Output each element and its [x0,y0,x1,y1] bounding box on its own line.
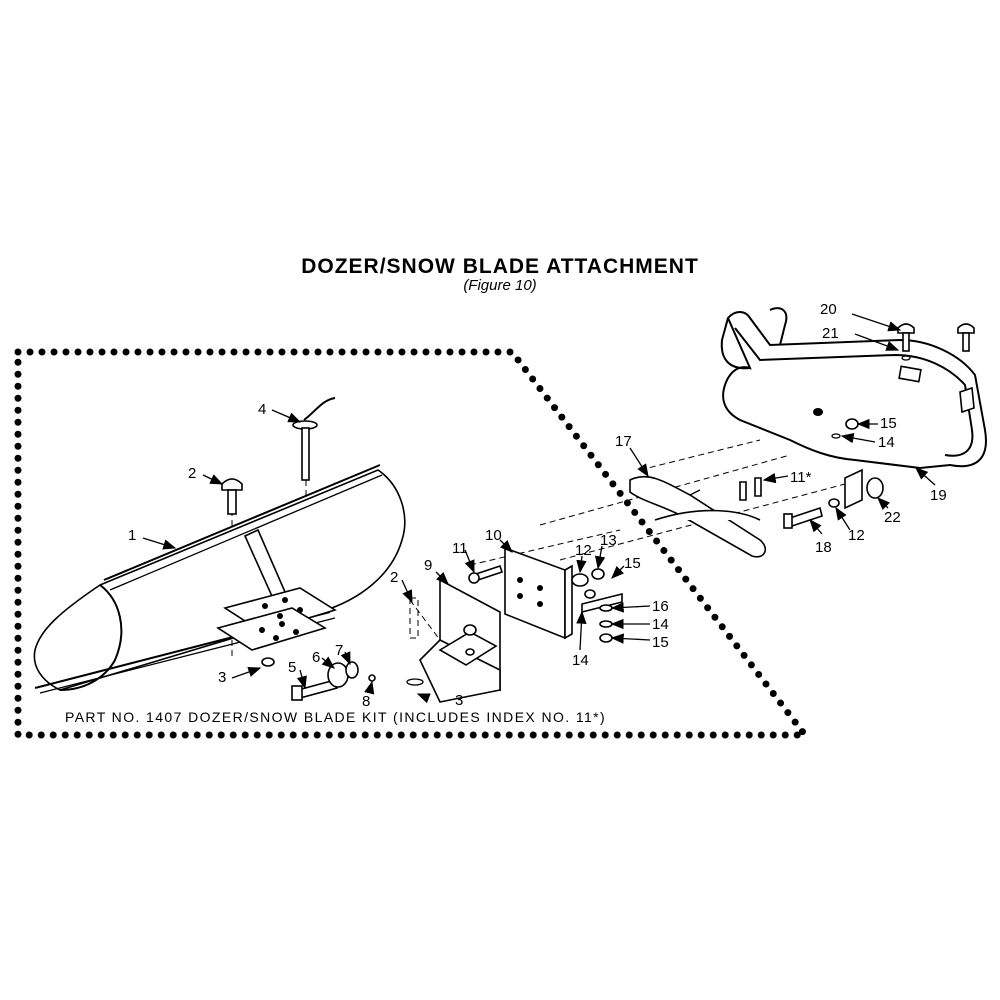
callout-22: 22 [884,509,901,526]
callout-19: 19 [930,487,947,504]
callout-6: 6 [312,649,320,666]
callout-labels: 1 2 4 3 5 6 7 8 2 9 3 11 10 12 13 15 16 … [128,301,947,710]
callout-18: 18 [815,539,832,556]
callout-14-mid: 14 [652,616,669,633]
callout-20: 20 [820,301,837,318]
plate-10 [504,546,573,640]
callout-17: 17 [615,433,632,450]
callout-7: 7 [335,642,343,659]
figure-caption: (Figure 10) [463,277,537,294]
mounting-plates [216,587,337,651]
bolt-11 [468,564,504,584]
hitch-18-12-22 [739,468,884,529]
carriage-bolt-2 [221,478,243,515]
callout-5: 5 [288,659,296,676]
callout-15-mid: 15 [624,555,641,572]
callout-12-left: 12 [575,542,592,559]
callout-15-frame: 15 [880,415,897,432]
callout-12-right: 12 [848,527,865,544]
callout-2-top: 2 [188,465,196,482]
kit-part-number-caption: PART NO. 1407 DOZER/SNOW BLADE KIT (INCL… [65,709,607,725]
callout-1: 1 [128,527,136,544]
callout-16: 16 [652,598,669,615]
frame-19 [720,307,987,470]
leader-lines [142,313,936,704]
callout-11-left: 11 [452,540,468,557]
callout-9: 9 [424,557,432,574]
callout-14-frame: 14 [878,434,895,451]
callout-8: 8 [362,693,370,710]
callout-11-star: 11* [790,469,812,486]
callout-4: 4 [258,401,266,418]
bolt-2-lower [406,597,424,686]
hardware-3-5-6-7-8 [261,657,376,701]
callout-15-low: 15 [652,634,669,651]
blade-part [33,464,406,694]
bracket-9 [419,578,501,703]
callout-10: 10 [485,527,502,544]
bolts-20-21 [897,323,975,361]
pin-4 [292,397,336,481]
callout-2-lower: 2 [390,569,398,586]
callout-3-left: 3 [218,669,226,686]
callout-3-right: 3 [455,692,463,709]
push-tube-17 [629,475,767,558]
diagram-title: DOZER/SNOW BLADE ATTACHMENT [301,255,699,278]
frame-washers-14-15 [813,408,859,439]
callout-14-low: 14 [572,652,589,669]
callout-21: 21 [822,325,839,342]
hardware-12-16 [571,568,623,643]
callout-13: 13 [600,532,617,549]
